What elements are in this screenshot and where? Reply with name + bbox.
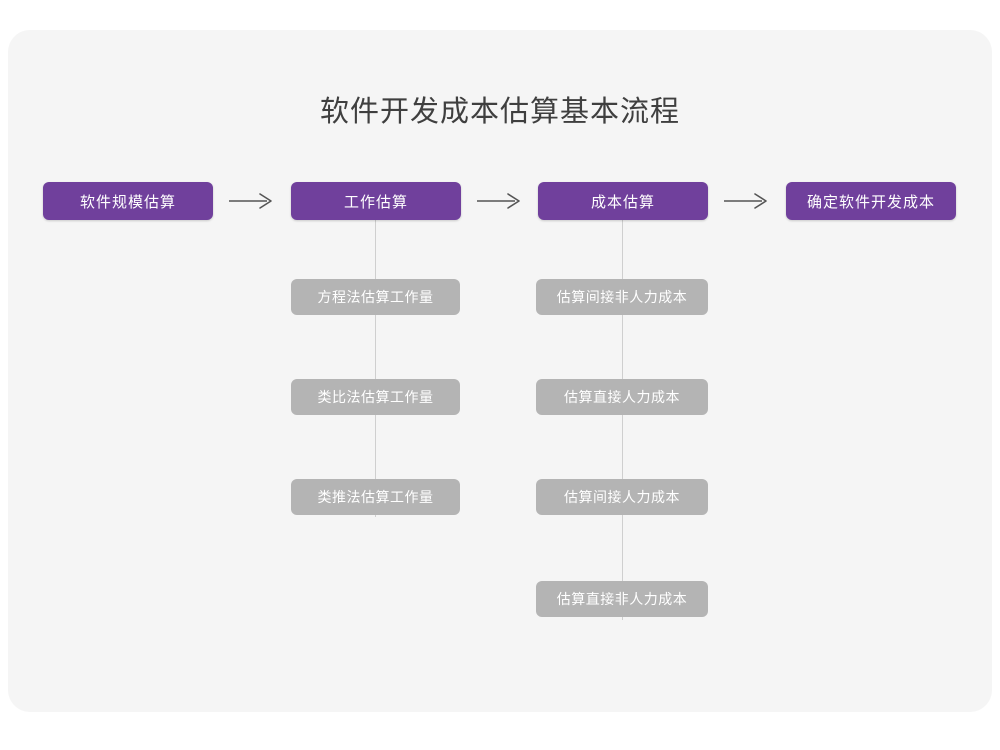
arrow-right-icon-3 bbox=[724, 193, 767, 209]
arrow-1-glyph: → bbox=[0, 0, 1, 1]
flow-node-label: 方程法估算工作量 bbox=[317, 289, 434, 305]
flow-node-sub-2-1[interactable]: 方程法估算工作量 bbox=[291, 279, 460, 315]
flow-node-sub-3-1[interactable]: 估算间接非人力成本 bbox=[536, 279, 708, 315]
flow-node-step-2[interactable]: 工作估算 bbox=[291, 182, 461, 220]
page-title: 软件开发成本估算基本流程 bbox=[319, 96, 680, 128]
connector-line-cost bbox=[622, 217, 623, 620]
flow-node-label: 成本估算 bbox=[590, 193, 655, 211]
flow-node-label: 估算间接非人力成本 bbox=[556, 289, 688, 305]
flow-node-label: 类比法估算工作量 bbox=[317, 389, 434, 405]
arrow-right-icon-1 bbox=[229, 193, 272, 209]
flow-node-label: 估算间接人力成本 bbox=[564, 489, 680, 505]
flow-node-label: 估算直接人力成本 bbox=[564, 389, 680, 405]
flow-node-label: 类推法估算工作量 bbox=[317, 489, 434, 505]
arrow-3-glyph: → bbox=[0, 0, 1, 1]
flow-node-sub-3-4[interactable]: 估算直接非人力成本 bbox=[536, 581, 708, 617]
flow-node-sub-3-3[interactable]: 估算间接人力成本 bbox=[536, 479, 708, 515]
flow-node-sub-3-2[interactable]: 估算直接人力成本 bbox=[536, 379, 708, 415]
flow-node-label: 估算直接非人力成本 bbox=[556, 591, 688, 607]
flow-node-sub-2-3[interactable]: 类推法估算工作量 bbox=[291, 479, 460, 515]
flow-node-label: 确定软件开发成本 bbox=[806, 193, 935, 211]
connector-line-work bbox=[375, 217, 376, 517]
flow-node-step-3[interactable]: 成本估算 bbox=[538, 182, 708, 220]
flow-node-step-4[interactable]: 确定软件开发成本 bbox=[786, 182, 956, 220]
arrow-right-icon-2 bbox=[477, 193, 520, 209]
arrow-2-glyph: → bbox=[0, 0, 1, 1]
flow-node-label: 工作估算 bbox=[343, 193, 408, 211]
flow-node-step-1[interactable]: 软件规模估算 bbox=[43, 182, 213, 220]
flow-node-sub-2-2[interactable]: 类比法估算工作量 bbox=[291, 379, 460, 415]
diagram-card bbox=[8, 30, 992, 712]
flow-node-label: 软件规模估算 bbox=[79, 193, 176, 211]
